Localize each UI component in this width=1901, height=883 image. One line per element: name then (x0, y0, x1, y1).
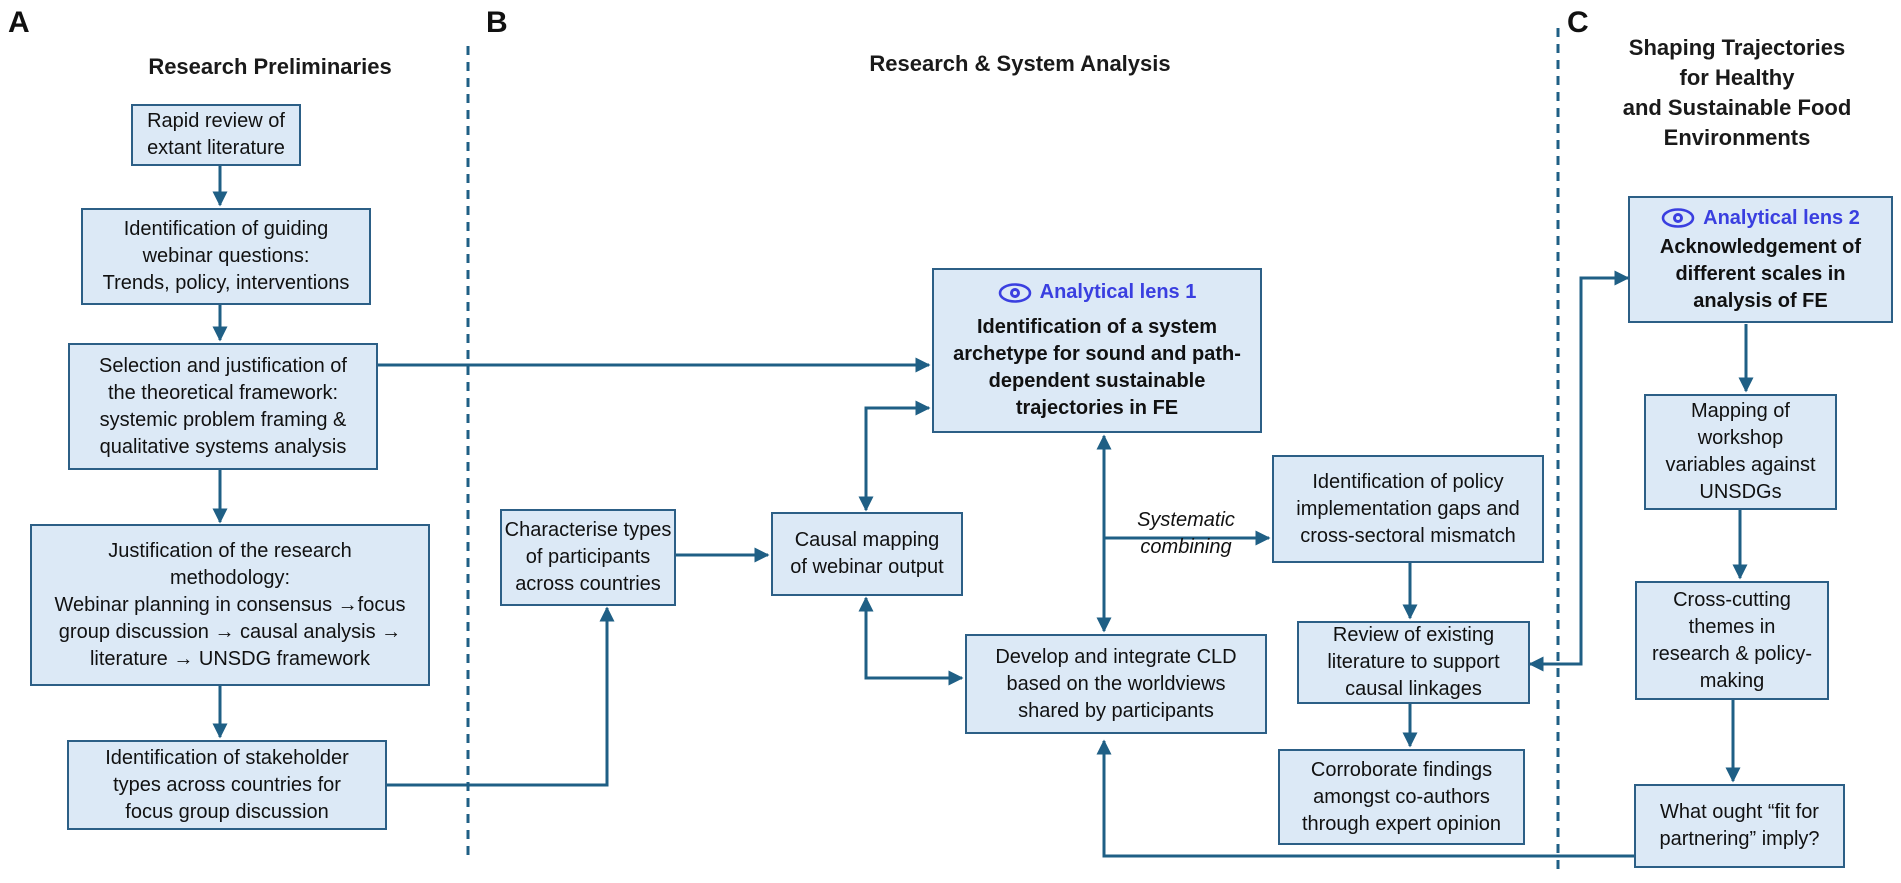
panel-letter-a: A (8, 6, 30, 39)
box-stakeholder-types: Identification of stakeholder types acro… (67, 740, 387, 830)
box-text-line: UNSDGs (1699, 481, 1782, 503)
box-text-line: causal linkages (1345, 678, 1482, 700)
box-text-line: making (1699, 669, 1765, 692)
box-text-line: systemic problem framing & (99, 408, 347, 431)
box-text-line: What ought “fit for (1660, 801, 1819, 823)
box-text-line: partnering” imply? (1659, 828, 1820, 850)
box-corroborate-findings: Corroborate findings amongst co-authors … (1278, 749, 1525, 845)
edge-label-line: Systematic (1137, 509, 1235, 531)
box-develop-cld: Develop and integrate CLD based on the w… (965, 634, 1267, 734)
box-text-line: Corroborate findings (1310, 758, 1493, 781)
box-text-line: of webinar output (790, 556, 944, 578)
box-text-line: Identification of a system (976, 316, 1218, 338)
box-text-line: webinar questions: (142, 245, 310, 267)
box-text-line: Webinar planning in consensus →focus (54, 593, 406, 616)
section-title-research-system-analysis: Research & System Analysis (869, 51, 1171, 76)
box-policy-gaps: Identification of policy implementation … (1272, 455, 1544, 563)
box-text-line: Trends, policy, interventions (102, 272, 350, 294)
arrow-fit-to-cld (1096, 739, 1634, 858)
analytical-lens-2-header: Analytical lens 2 (1661, 205, 1860, 232)
box-text-line: based on the worldviews (1006, 672, 1226, 695)
arrow-stakeholders-to-characterise (387, 606, 615, 787)
arrow-lens2-review (1528, 270, 1630, 672)
box-text-line: research & policy- (1651, 642, 1813, 665)
box-theoretical-framework: Selection and justification of the theor… (68, 343, 378, 470)
box-rapid-review: Rapid review of extant literature (131, 104, 301, 166)
box-text-line: across countries (515, 573, 661, 595)
section-title-shaping-trajectories: Shaping Trajectories for Healthy and Sus… (1592, 33, 1882, 153)
edge-label-line: combining (1140, 536, 1232, 558)
box-text-line: qualitative systems analysis (99, 435, 347, 458)
box-text-line: through expert opinion (1301, 812, 1502, 835)
box-text-line: workshop (1697, 427, 1784, 449)
box-analytical-lens-1: Analytical lens 1 Identification of a sy… (932, 268, 1262, 433)
box-text-line: archetype for sound and path- (953, 343, 1241, 365)
box-text-line: Cross-cutting (1673, 588, 1791, 611)
box-text-line: literature to support (1327, 651, 1500, 673)
box-text-line: group discussion → causal analysis → (58, 620, 402, 643)
box-text-line: the theoretical framework: (107, 381, 339, 404)
box-text-line: Mapping of (1691, 400, 1790, 422)
box-text-line: Develop and integrate CLD (995, 645, 1237, 668)
box-mapping-unsdgs: Mapping of workshop variables against UN… (1644, 394, 1837, 510)
box-text-line: Acknowledgement of (1659, 235, 1862, 258)
box-text-line: cross-sectoral mismatch (1300, 524, 1516, 547)
analytical-lens-2-label: Analytical lens 2 (1703, 206, 1860, 229)
box-text-line: Review of existing (1332, 624, 1495, 646)
box-text-line: analysis of FE (1693, 289, 1828, 312)
title-line: Environments (1663, 125, 1811, 150)
box-text-line: of participants (525, 546, 651, 568)
box-text-line: methodology: (169, 566, 291, 589)
box-text-line: types across countries for (113, 773, 341, 796)
box-text-line: focus group discussion (125, 800, 329, 823)
box-text-line: Causal mapping (794, 529, 940, 551)
box-text-line: Identification of stakeholder (105, 746, 349, 769)
box-text-line: Selection and justification of (99, 354, 347, 377)
box-text-line: extant literature (147, 137, 285, 159)
box-cross-cutting: Cross-cutting themes in research & polic… (1635, 581, 1829, 700)
arrow-causal-cld (858, 596, 964, 686)
eye-icon (998, 282, 1031, 303)
panel-letter-c: C (1567, 6, 1589, 39)
box-text-line: literature → UNSDG framework (89, 647, 371, 670)
box-review-literature: Review of existing literature to support… (1297, 621, 1530, 704)
box-analytical-lens-2: Analytical lens 2 Acknowledgement of dif… (1628, 196, 1893, 323)
title-line: for Healthy (1679, 65, 1795, 90)
box-text-line: Identification of guiding (123, 218, 329, 240)
box-text-line: Rapid review of (147, 110, 285, 132)
box-text-line: different scales in (1675, 262, 1846, 285)
box-text-line: Justification of the research (108, 539, 352, 562)
box-text-line: variables against (1665, 454, 1816, 476)
analytical-lens-1-header: Analytical lens 1 (998, 279, 1197, 306)
box-text-line: Identification of policy (1312, 470, 1504, 493)
panel-letter-b: B (486, 6, 508, 39)
box-characterise-participants: Characterise types of participants acros… (500, 509, 676, 606)
title-line: Shaping Trajectories (1628, 35, 1846, 60)
box-causal-mapping: Causal mapping of webinar output (771, 512, 963, 596)
arrow-causal-lens1 (858, 400, 931, 512)
box-text-line: Characterise types (504, 519, 672, 541)
box-fit-for-partnering: What ought “fit for partnering” imply? (1634, 784, 1845, 868)
analytical-lens-1-label: Analytical lens 1 (1039, 281, 1197, 303)
box-text-line: shared by participants (1018, 699, 1214, 722)
box-text-line: dependent sustainable (988, 370, 1206, 392)
box-text-line: amongst co-authors (1313, 785, 1490, 808)
section-title-research-preliminaries: Research Preliminaries (148, 54, 392, 79)
box-text-line: themes in (1688, 615, 1776, 638)
box-research-methodology: Justification of the research methodolog… (30, 524, 430, 686)
box-text-line: implementation gaps and (1296, 497, 1520, 520)
box-guiding-questions: Identification of guiding webinar questi… (81, 208, 371, 305)
title-line: and Sustainable Food (1622, 95, 1852, 120)
box-text-line: trajectories in FE (1015, 397, 1179, 419)
edge-label-systematic-combining: Systematic combining (1126, 507, 1246, 561)
eye-icon (1661, 208, 1695, 228)
